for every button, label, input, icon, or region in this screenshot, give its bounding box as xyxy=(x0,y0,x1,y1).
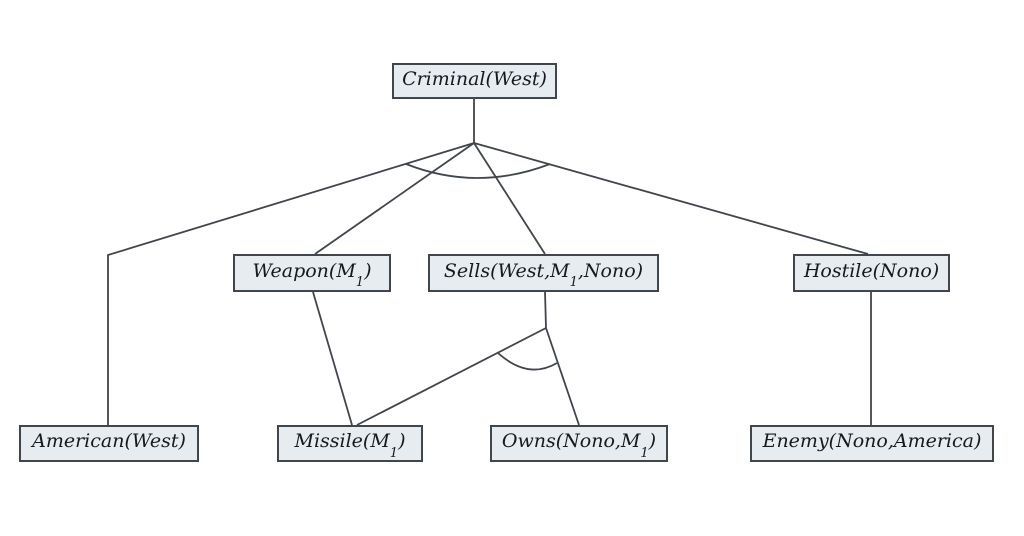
edge-criminal-sells xyxy=(473,142,546,255)
edge-criminal-hostile xyxy=(473,142,869,255)
and-arc-sells xyxy=(497,352,558,371)
edge-sells-missile xyxy=(356,327,547,426)
node-label: Enemy(Nono,America) xyxy=(762,430,982,453)
node-weapon-m1: Weapon(M1) xyxy=(233,254,391,292)
node-label: Missile(M1) xyxy=(294,430,406,461)
node-owns-nono-m1: Owns(Nono,M1) xyxy=(490,425,668,462)
edge-weapon-missile xyxy=(312,291,353,426)
and-arc-criminal xyxy=(405,163,551,179)
node-label: Owns(Nono,M1) xyxy=(501,430,657,461)
node-american-west: American(West) xyxy=(19,425,199,462)
node-enemy-nono-america: Enemy(Nono,America) xyxy=(750,425,994,462)
edge-sells-stub xyxy=(544,291,547,329)
edge-criminal-american xyxy=(107,142,475,425)
node-label: American(West) xyxy=(32,430,186,453)
edge-criminal-weapon xyxy=(314,142,475,255)
node-label: Sells(West,M1,Nono) xyxy=(443,259,644,291)
node-missile-m1: Missile(M1) xyxy=(277,425,423,462)
node-sells-west-m1-nono: Sells(West,M1,Nono) xyxy=(428,254,659,292)
node-label: Hostile(Nono) xyxy=(803,259,940,282)
node-criminal-west: Criminal(West) xyxy=(392,63,557,99)
node-label: Criminal(West) xyxy=(402,67,547,90)
edge-sells-owns xyxy=(545,327,580,426)
node-hostile-nono: Hostile(Nono) xyxy=(793,254,950,292)
node-label: Weapon(M1) xyxy=(252,259,372,291)
